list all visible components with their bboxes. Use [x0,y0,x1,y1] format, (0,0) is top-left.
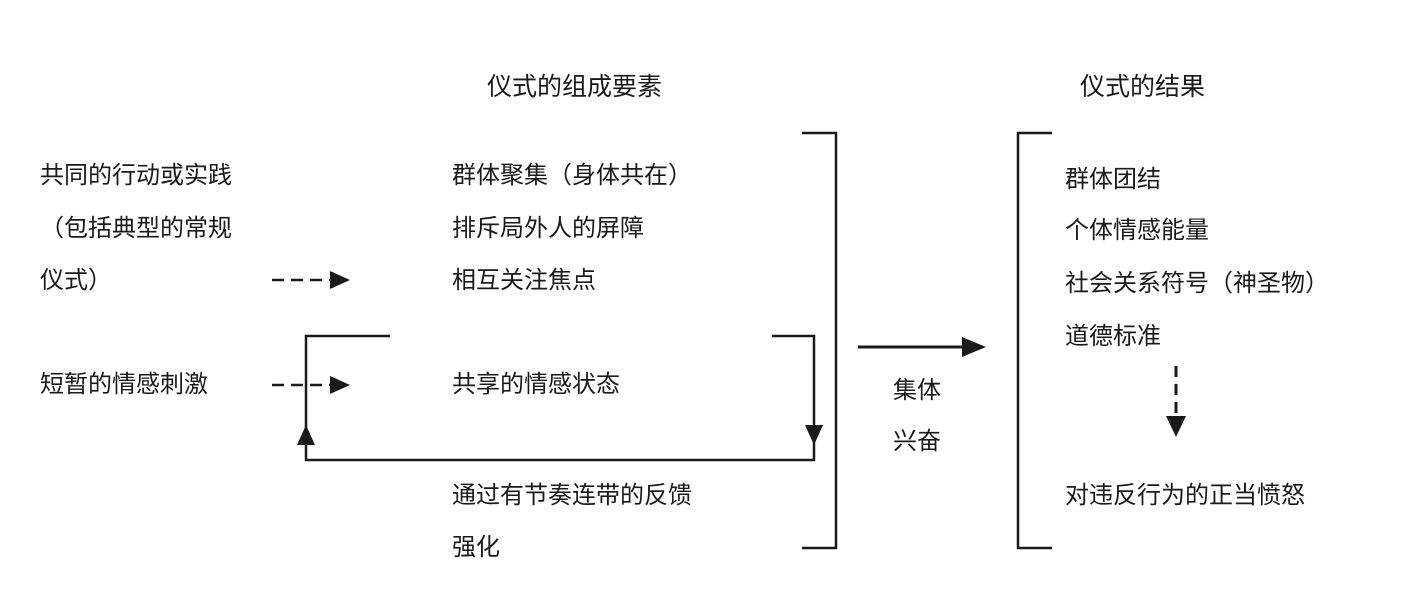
dashed-arrow-from-shared-action [272,271,350,289]
component-item: 排斥局外人的屏障 [452,214,644,242]
outcome-item: 社会关系符号（神圣物） [1065,269,1329,297]
input-shared-action-line-3: 仪式） [40,266,112,294]
component-feedback-line-1: 通过有节奏连带的反馈 [452,481,692,509]
components-header: 仪式的组成要素 [487,72,663,101]
outcome-anger: 对违反行为的正当愤怒 [1065,481,1305,509]
component-item: 群体聚集（身体共在） [452,161,692,189]
outcomes-bracket [1016,131,1052,550]
outcome-item: 群体团结 [1065,165,1161,193]
outcome-item: 道德标准 [1065,322,1161,350]
dashed-arrow-to-anger [1166,366,1186,437]
component-item: 相互关注焦点 [452,266,596,294]
input-emotional-stimulus: 短暂的情感刺激 [40,370,208,398]
outcome-item: 个体情感能量 [1065,216,1209,244]
feedback-down-arrow-icon [805,425,823,445]
component-shared-mood: 共享的情感状态 [452,370,620,398]
feedback-up-arrow-icon [297,425,315,445]
input-shared-action-line-2: （包括典型的常规 [40,214,232,242]
input-shared-action-line-1: 共同的行动或实践 [40,161,232,189]
effervescence-line-1: 集体 [893,376,941,404]
dashed-arrow-from-emotional-stimulus [272,376,350,394]
outcomes-header: 仪式的结果 [1080,72,1206,101]
effervescence-line-2: 兴奋 [893,427,941,455]
components-bracket [802,131,838,550]
main-arrow-to-outcomes [858,337,986,357]
component-feedback-line-2: 强化 [452,533,500,561]
